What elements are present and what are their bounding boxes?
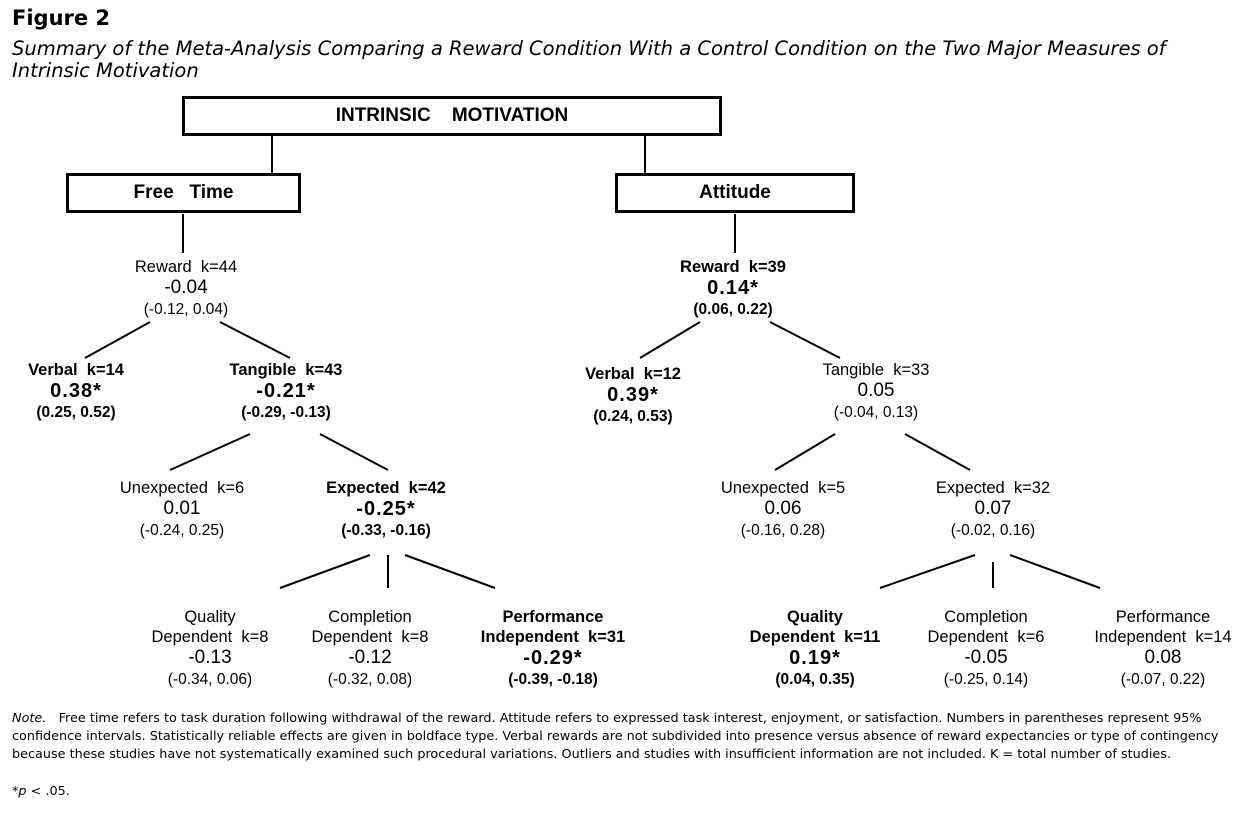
node-effect: 0.38* [50, 380, 102, 402]
line-at-reward-verbal [639, 321, 701, 359]
ft-performance-node: Performance Independent k=31 -0.29* (-0.… [481, 607, 625, 690]
line-at-expected-performance [1009, 554, 1101, 589]
line-ft-reward-verbal [84, 321, 151, 359]
footnote-p: p [18, 784, 27, 799]
at-verbal-node: Verbal k=12 0.39* (0.24, 0.53) [585, 364, 681, 427]
node-ci: (0.06, 0.22) [693, 301, 773, 318]
at-tangible-node: Tangible k=33 0.05 (-0.04, 0.13) [823, 360, 930, 423]
node-ci: (-0.24, 0.25) [139, 522, 225, 539]
node-effect: 0.08 [1144, 647, 1182, 668]
node-label: Unexpected k=5 [720, 479, 846, 497]
node-effect: 0.06 [764, 498, 802, 519]
node-label: Verbal k=12 [585, 365, 681, 383]
note-prefix: Note. [12, 711, 47, 726]
note-text: Free time refers to task duration follow… [12, 711, 1219, 762]
node-effect: -0.13 [188, 647, 232, 668]
node-ci: (-0.33, -0.16) [341, 522, 431, 539]
ft-completion-node: Completion Dependent k=8 -0.12 (-0.32, 0… [312, 607, 429, 690]
ft-tangible-node: Tangible k=43 -0.21* (-0.29, -0.13) [230, 360, 343, 423]
node-label: Reward k=39 [680, 258, 786, 276]
line-at-tangible-unexpected [774, 433, 836, 471]
at-unexpected-node: Unexpected k=5 0.06 (-0.16, 0.28) [721, 478, 845, 541]
at-reward-node: Reward k=39 0.14* (0.06, 0.22) [680, 257, 786, 320]
node-ci: (-0.02, 0.16) [950, 522, 1036, 539]
line-ft-tangible-unexpected [169, 433, 251, 471]
node-ci: (-0.39, -0.18) [508, 671, 598, 688]
free-time-box: Free Time [66, 173, 301, 213]
footnote-marker: * [12, 784, 19, 799]
figure-title: Summary of the Meta-Analysis Comparing a… [12, 37, 1166, 82]
node-ci: (-0.04, 0.13) [833, 404, 919, 421]
node-label: Unexpected k=6 [119, 479, 245, 497]
node-label: Verbal k=14 [28, 361, 124, 379]
node-label: Completion Dependent k=8 [311, 608, 429, 646]
node-ci: (-0.32, 0.08) [327, 671, 413, 688]
ft-verbal-node: Verbal k=14 0.38* (0.25, 0.52) [28, 360, 124, 423]
node-effect: 0.05 [857, 380, 895, 401]
line-at-tangible-expected [904, 433, 971, 471]
node-label: Performance Independent k=31 [480, 608, 626, 646]
node-ci: (-0.07, 0.22) [1120, 671, 1206, 688]
ft-quality-node: Quality Dependent k=8 -0.13 (-0.34, 0.06… [152, 607, 269, 690]
node-label: Expected k=32 [935, 479, 1051, 497]
node-effect: 0.14* [707, 277, 759, 299]
node-ci: (-0.16, 0.28) [740, 522, 826, 539]
ft-unexpected-node: Unexpected k=6 0.01 (-0.24, 0.25) [120, 478, 244, 541]
node-ci: (0.24, 0.53) [593, 408, 673, 425]
node-effect: -0.12 [348, 647, 392, 668]
node-label: Expected k=42 [326, 479, 446, 497]
ft-reward-node: Reward k=44 -0.04 (-0.12, 0.04) [135, 257, 237, 320]
at-performance-node: Performance Independent k=14 0.08 (-0.07… [1094, 607, 1231, 690]
node-effect: -0.29* [523, 647, 583, 669]
node-ci: (-0.12, 0.04) [143, 301, 229, 318]
significance-footnote: *p < .05. [12, 784, 70, 799]
node-label: Quality Dependent k=11 [749, 608, 881, 646]
node-effect: -0.05 [964, 647, 1008, 668]
node-ci: (-0.34, 0.06) [167, 671, 253, 688]
ft-expected-node: Expected k=42 -0.25* (-0.33, -0.16) [326, 478, 446, 541]
line-at-reward-tangible [769, 321, 841, 359]
node-effect: -0.21* [256, 380, 316, 402]
at-expected-node: Expected k=32 0.07 (-0.02, 0.16) [936, 478, 1050, 541]
node-effect: -0.04 [164, 277, 208, 298]
at-completion-node: Completion Dependent k=6 -0.05 (-0.25, 0… [928, 607, 1045, 690]
node-effect: -0.25* [356, 498, 416, 520]
node-label: Completion Dependent k=6 [927, 608, 1045, 646]
node-effect: 0.01 [163, 498, 201, 519]
node-ci: (0.25, 0.52) [36, 404, 116, 421]
node-label: Performance Independent k=14 [1094, 608, 1232, 646]
node-effect: 0.07 [974, 498, 1012, 519]
root-box: INTRINSIC MOTIVATION [182, 96, 722, 136]
node-effect: 0.39* [607, 384, 659, 406]
line-ft-reward-tangible [219, 321, 291, 359]
line-ft-tangible-expected [319, 433, 389, 471]
line-ft-expected-performance [404, 554, 496, 589]
line-ft-expected-quality [279, 554, 371, 589]
footnote-text: < .05. [26, 784, 70, 799]
at-quality-node: Quality Dependent k=11 0.19* (0.04, 0.35… [750, 607, 881, 690]
node-label: Reward k=44 [134, 258, 238, 276]
node-ci: (0.04, 0.35) [775, 671, 855, 688]
figure-note: Note. Free time refers to task duration … [12, 710, 1248, 764]
node-label: Tangible k=43 [229, 361, 343, 379]
node-label: Quality Dependent k=8 [151, 608, 269, 646]
figure-label: Figure 2 [12, 6, 111, 30]
node-ci: (-0.29, -0.13) [241, 404, 331, 421]
line-at-expected-quality [879, 554, 976, 589]
node-effect: 0.19* [789, 647, 841, 669]
node-ci: (-0.25, 0.14) [943, 671, 1029, 688]
node-label: Tangible k=33 [822, 361, 930, 379]
attitude-box: Attitude [615, 173, 855, 213]
